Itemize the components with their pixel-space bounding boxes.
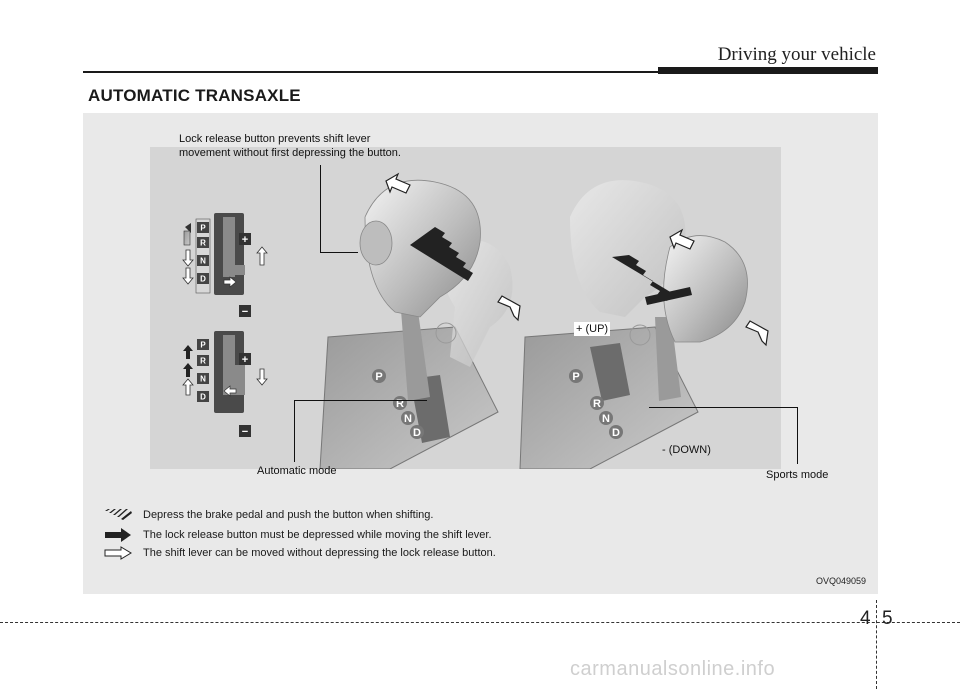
svg-text:R: R: [593, 398, 601, 410]
section-title: AUTOMATIC TRANSAXLE: [88, 86, 301, 105]
svg-text:P: P: [572, 371, 579, 383]
gate-letter-p: P: [197, 339, 209, 350]
svg-text:D: D: [200, 393, 206, 402]
gate-letter-p: P: [197, 222, 209, 233]
figure-code: OVQ049059: [815, 576, 866, 586]
svg-text:R: R: [200, 239, 206, 248]
plus-icon: +: [239, 353, 251, 366]
figure-panel: P R N D + − P R N D: [83, 113, 878, 594]
hatched-arrow-icon: [103, 508, 133, 522]
legend-item: Depress the brake pedal and push the but…: [103, 507, 433, 523]
svg-text:N: N: [200, 375, 206, 384]
lock-release-leader: [320, 165, 321, 252]
svg-text:−: −: [242, 426, 248, 438]
legend-text: The shift lever can be moved without dep…: [143, 547, 496, 559]
lock-release-callout: Lock release button prevents shift lever…: [179, 132, 401, 160]
svg-text:P: P: [200, 341, 206, 350]
chapter-title: Driving your vehicle: [717, 44, 876, 65]
lock-release-leader-h: [320, 252, 358, 253]
svg-text:D: D: [200, 275, 206, 284]
gate-diagram-automatic: P R N D + −: [182, 213, 268, 318]
watermark: carmanualsonline.info: [570, 658, 776, 680]
svg-text:R: R: [396, 398, 404, 410]
gate-letter-n: N: [197, 373, 209, 384]
svg-text:N: N: [602, 413, 610, 425]
header-bar: [658, 67, 878, 74]
svg-text:P: P: [200, 224, 206, 233]
legend-text: Depress the brake pedal and push the but…: [143, 509, 434, 521]
legend-text: The lock release button must be depresse…: [143, 529, 492, 541]
svg-text:N: N: [200, 257, 206, 266]
legend-item: The lock release button must be depresse…: [103, 527, 492, 543]
page-number: 5: [882, 608, 893, 629]
lock-release-line-1: Lock release button prevents shift lever: [179, 133, 371, 145]
svg-text:R: R: [200, 357, 206, 366]
page-chapter-number: 4: [860, 608, 871, 629]
outline-arrow-icon: [103, 546, 133, 560]
up-label: + (UP): [574, 322, 611, 336]
svg-text:D: D: [413, 427, 421, 439]
header-rule: [83, 71, 878, 73]
solid-arrow-icon: [103, 528, 133, 542]
svg-text:N: N: [404, 413, 412, 425]
gate-letter-n: N: [197, 255, 209, 266]
automatic-mode-leader-h: [294, 400, 427, 401]
gate-letter-d: D: [197, 273, 209, 284]
sports-mode-leader: [797, 407, 798, 464]
sports-mode-label: Sports mode: [766, 469, 829, 481]
svg-text:D: D: [612, 427, 620, 439]
automatic-mode-label: Automatic mode: [257, 465, 337, 477]
gate-letter-r: R: [197, 237, 209, 248]
minus-icon: −: [239, 425, 251, 438]
svg-text:−: −: [242, 306, 248, 318]
shift-lever-illustration: P R N D + − P R N D: [182, 172, 769, 470]
illustration-area: P R N D + − P R N D: [150, 147, 781, 470]
svg-text:+: +: [242, 354, 248, 366]
gate-letter-d: D: [197, 391, 209, 402]
shifter-sports: P R N D: [519, 180, 769, 470]
down-label: - (DOWN): [662, 444, 711, 456]
plus-icon: +: [239, 233, 251, 246]
lock-release-line-2: movement without first depressing the bu…: [179, 147, 401, 159]
shifter-automatic: P R N D: [319, 172, 521, 470]
gate-letter-r: R: [197, 355, 209, 366]
svg-text:P: P: [375, 371, 382, 383]
gate-diagram-sports: P R N D + −: [182, 331, 268, 438]
page-separator: [876, 600, 877, 689]
svg-text:+: +: [242, 234, 248, 246]
sports-mode-leader-h: [649, 407, 797, 408]
legend-item: The shift lever can be moved without dep…: [103, 545, 496, 561]
automatic-mode-leader: [294, 400, 295, 462]
minus-icon: −: [239, 305, 251, 318]
footer-rule: [0, 622, 960, 623]
